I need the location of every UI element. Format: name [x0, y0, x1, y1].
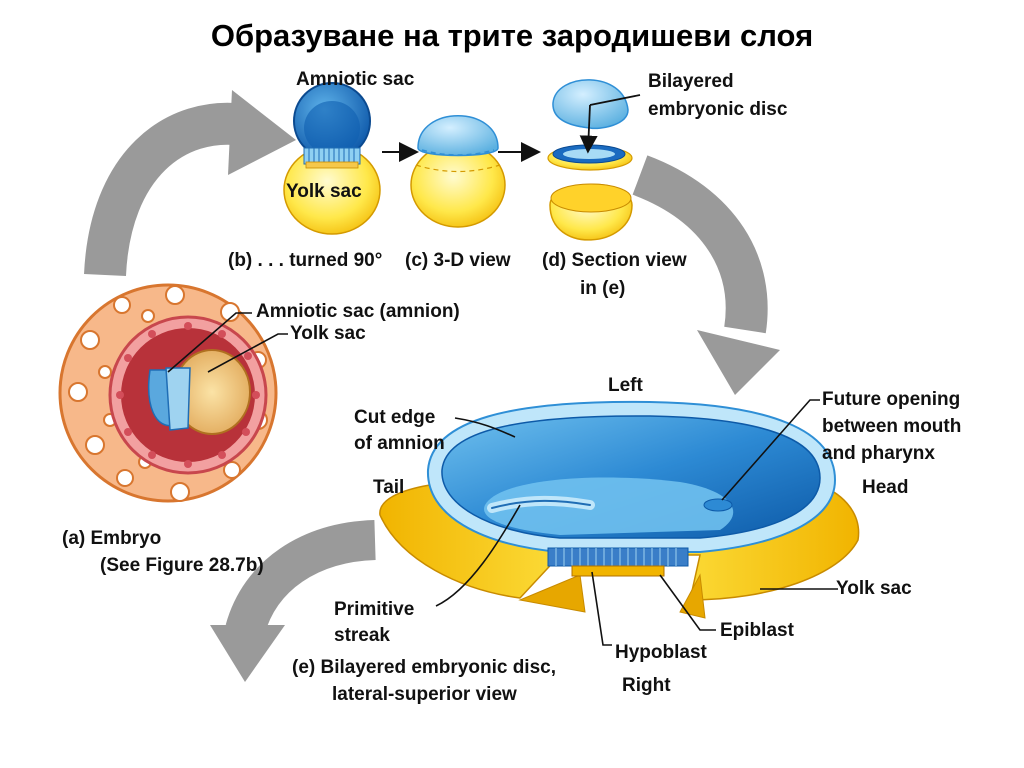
caption-a-line2: (See Figure 28.7b)	[100, 555, 264, 576]
yolk-sac-label-top: Yolk sac	[286, 181, 362, 202]
tail-label: Tail	[373, 477, 405, 498]
right-label: Right	[622, 675, 671, 696]
yolk-sac-label-disc: Yolk sac	[836, 578, 912, 599]
figure-d	[547, 79, 641, 241]
left-label: Left	[608, 375, 643, 396]
curved-arrow-top-left-icon	[84, 90, 296, 277]
figure-e-disc	[379, 400, 860, 619]
bilayered-label-line1: Bilayered	[648, 71, 734, 92]
future-opening-line3: and pharynx	[822, 443, 935, 464]
figure-a-embryo	[58, 283, 278, 503]
primitive-streak-line2: streak	[334, 625, 390, 646]
caption-b: (b) . . . turned 90°	[228, 250, 383, 271]
caption-e-line1: (e) Bilayered embryonic disc,	[292, 657, 556, 678]
caption-c: (c) 3-D view	[405, 250, 511, 271]
bilayered-label-line2: embryonic disc	[648, 99, 788, 120]
epiblast-label: Epiblast	[720, 620, 794, 641]
caption-a-line1: (a) Embryo	[62, 528, 162, 549]
caption-d-line2: in (e)	[580, 278, 626, 299]
leader-lines	[167, 312, 838, 646]
amniotic-sac-label: Amniotic sac	[296, 69, 415, 90]
embryo-amnion-label: Amniotic sac (amnion)	[256, 301, 460, 322]
curved-arrow-right-icon	[632, 155, 780, 395]
page-title: Образуване на трите зародишеви слоя	[210, 18, 814, 53]
caption-e-line2: lateral-superior view	[332, 684, 517, 705]
hypoblast-label: Hypoblast	[615, 642, 707, 663]
figure-c	[410, 115, 506, 228]
cut-edge-label-line2: of amnion	[354, 433, 445, 454]
curved-arrow-bottom-left-icon	[210, 520, 377, 682]
future-opening-line2: between mouth	[822, 416, 962, 437]
primitive-streak-line1: Primitive	[334, 599, 415, 620]
caption-d-line1: (d) Section view	[542, 250, 687, 271]
future-opening-line1: Future opening	[822, 389, 961, 410]
head-label: Head	[862, 477, 909, 498]
embryo-yolk-label: Yolk sac	[290, 323, 366, 344]
figure-b	[283, 82, 381, 235]
cut-edge-label-line1: Cut edge	[354, 407, 436, 428]
